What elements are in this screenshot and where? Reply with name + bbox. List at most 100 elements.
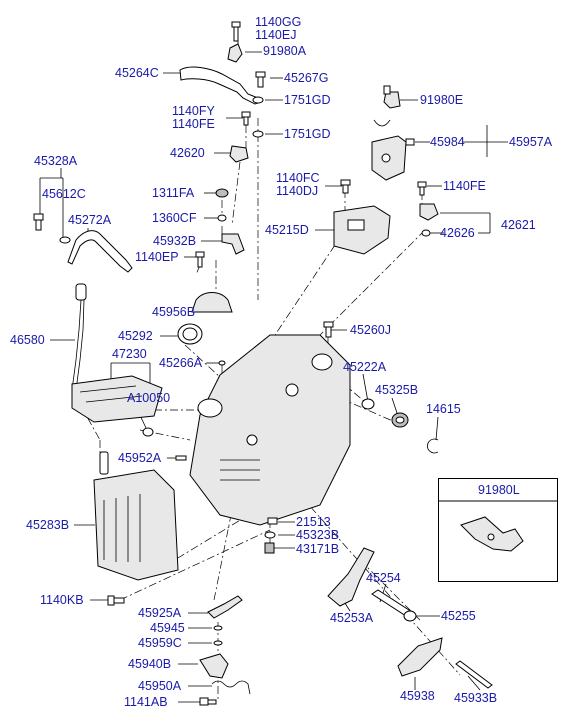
label-1140fy[interactable]: 1140FY [172, 104, 215, 118]
label-14615[interactable]: 14615 [426, 402, 461, 416]
label-1141ab[interactable]: 1141AB [124, 695, 168, 709]
label-91980l[interactable]: 91980L [478, 483, 520, 497]
label-45932b[interactable]: 45932B [153, 234, 197, 248]
label-45266a[interactable]: 45266A [159, 356, 203, 370]
oring-a10050[interactable] [142, 427, 154, 437]
label-47230[interactable]: 47230 [112, 347, 147, 361]
oring-1751gd-lower[interactable] [252, 130, 264, 138]
spring-45950a[interactable] [211, 680, 251, 695]
oil-pan-45283b[interactable] [93, 451, 179, 581]
label-42621[interactable]: 42621 [501, 218, 536, 232]
label-45925a[interactable]: 45925A [138, 606, 182, 620]
bolt-1140fe-right[interactable] [417, 181, 427, 196]
pin-45933b[interactable] [455, 660, 493, 689]
nut-1311fa[interactable] [215, 188, 229, 198]
bolt-1140fc[interactable] [340, 179, 351, 194]
plug-21513[interactable] [267, 517, 278, 525]
lever-45932b[interactable] [221, 233, 245, 255]
label-1360cf[interactable]: 1360CF [152, 211, 197, 225]
label-1140fc[interactable]: 1140FC [276, 171, 320, 185]
label-1140ej[interactable]: 1140EJ [255, 28, 297, 42]
label-42620[interactable]: 42620 [170, 146, 205, 160]
label-1140fe-right[interactable]: 1140FE [443, 179, 486, 193]
label-45956b[interactable]: 45956B [152, 305, 196, 319]
bolt-1140gg[interactable] [231, 21, 241, 42]
oil-pipe-45272a[interactable] [67, 230, 133, 273]
oil-seal-45325b[interactable] [391, 412, 409, 428]
label-45255[interactable]: 45255 [441, 609, 476, 623]
bolt-45984[interactable] [405, 138, 415, 146]
label-1751gd-lower[interactable]: 1751GD [284, 127, 331, 141]
bracket-91980e[interactable] [383, 85, 401, 109]
label-45272a[interactable]: 45272A [68, 213, 112, 227]
label-46580[interactable]: 46580 [10, 333, 45, 347]
label-1140dj[interactable]: 1140DJ [276, 184, 319, 198]
label-45254[interactable]: 45254 [366, 571, 401, 585]
label-45952a[interactable]: 45952A [118, 451, 162, 465]
oil-filter-47230[interactable] [71, 375, 163, 423]
label-45984[interactable]: 45984 [430, 135, 465, 149]
oring-45959c[interactable] [213, 640, 223, 646]
label-a10050[interactable]: A10050 [127, 391, 171, 405]
label-45950a[interactable]: 45950A [138, 679, 182, 693]
washer-1360cf[interactable] [217, 214, 227, 222]
sensor-42620[interactable] [229, 145, 249, 163]
seal-45292[interactable] [177, 323, 203, 345]
bracket-91980l-drawing[interactable] [439, 479, 557, 581]
label-45283b[interactable]: 45283B [26, 518, 70, 532]
label-45260j[interactable]: 45260J [350, 323, 392, 337]
label-45959c[interactable]: 45959C [138, 636, 182, 650]
label-91980a[interactable]: 91980A [263, 44, 307, 58]
label-45267g[interactable]: 45267G [284, 71, 329, 85]
gasket-45323b[interactable] [264, 531, 276, 539]
label-1140gg[interactable]: 1140GG [255, 15, 302, 29]
label-1751gd-upper[interactable]: 1751GD [284, 93, 331, 107]
bolt-1140kb[interactable] [107, 595, 125, 606]
label-45292[interactable]: 45292 [118, 329, 153, 343]
oring-1751gd-upper[interactable] [252, 96, 264, 104]
seal-45255[interactable] [403, 610, 417, 622]
label-45938[interactable]: 45938 [400, 689, 435, 703]
lever-45940b[interactable] [199, 653, 229, 679]
bracket-91980a[interactable] [227, 43, 243, 63]
label-91980e[interactable]: 91980E [420, 93, 464, 107]
bolt-1140fy[interactable] [241, 111, 251, 126]
bracket-45215d[interactable] [333, 205, 391, 255]
label-45222a[interactable]: 45222A [343, 360, 387, 374]
seal-45222a[interactable] [361, 398, 375, 410]
bolt-45267g[interactable] [255, 71, 266, 88]
label-45328a[interactable]: 45328A [34, 154, 78, 168]
oil-gauge-46580[interactable] [71, 283, 87, 391]
label-45957a[interactable]: 45957A [509, 135, 553, 149]
pin-45952a[interactable] [175, 455, 187, 461]
transaxle-case[interactable] [189, 334, 351, 526]
label-1140ep[interactable]: 1140EP [135, 250, 179, 264]
oring-42626[interactable] [421, 229, 431, 237]
shift-lever-45253a[interactable] [327, 547, 375, 607]
bracket-45957a[interactable] [371, 135, 407, 181]
label-45253a[interactable]: 45253A [330, 611, 374, 625]
label-1140kb[interactable]: 1140KB [40, 593, 84, 607]
label-45215d[interactable]: 45215D [265, 223, 309, 237]
label-1140fe-left[interactable]: 1140FE [172, 117, 215, 131]
label-45264c[interactable]: 45264C [115, 66, 159, 80]
label-45945[interactable]: 45945 [150, 621, 185, 635]
label-45612c[interactable]: 45612C [42, 187, 86, 201]
plug-43171b[interactable] [264, 542, 275, 554]
clip-45957a-top[interactable] [373, 119, 391, 127]
oil-level-gauge-pipe-45264c[interactable] [179, 66, 262, 105]
label-45933b[interactable]: 45933B [454, 691, 498, 705]
sensor-42621[interactable] [419, 203, 439, 221]
detent-45956b[interactable] [191, 292, 233, 313]
label-1311fa[interactable]: 1311FA [152, 186, 195, 200]
label-45325b[interactable]: 45325B [375, 383, 419, 397]
snap-ring-14615[interactable] [426, 438, 439, 454]
oring-45266a[interactable] [218, 360, 226, 366]
label-42626[interactable]: 42626 [440, 226, 475, 240]
label-43171b[interactable]: 43171B [296, 542, 340, 556]
label-45940b[interactable]: 45940B [128, 657, 172, 671]
label-45323b[interactable]: 45323B [296, 528, 340, 542]
manual-lever-45925a[interactable] [207, 595, 243, 619]
bolt-45328a[interactable] [33, 213, 44, 231]
washer-45945[interactable] [213, 625, 223, 631]
